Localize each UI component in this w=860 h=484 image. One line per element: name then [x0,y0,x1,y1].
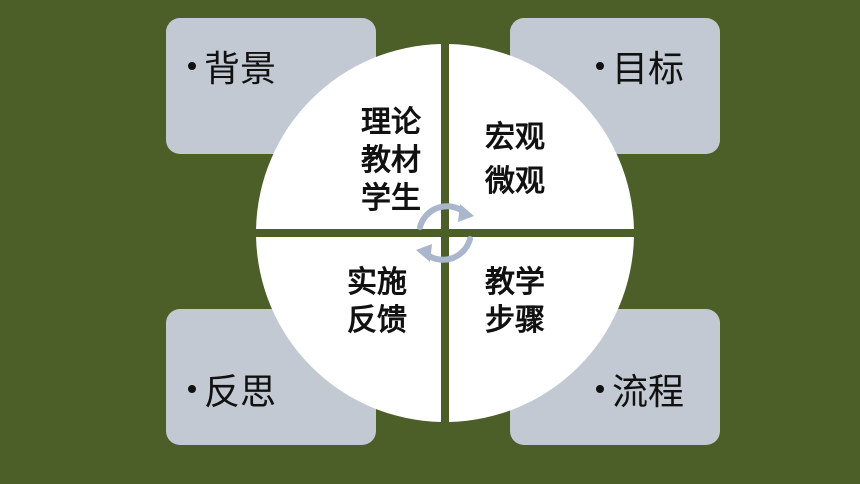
quadrant-line: 宏观 [485,120,545,155]
cycle-circle: 理论 教材 学生 宏观 微观 实施 反馈 教学 步骤 [254,42,636,424]
corner-label-background: 背景 [188,40,276,92]
arrow-head-bottom [416,244,432,262]
circle-quadrants-graphic [256,44,634,422]
quadrant-text-teaching-steps: 教学 步骤 [460,264,570,340]
quadrant-line: 教材 [361,143,421,178]
quadrant-text-theory: 理论 教材 学生 [336,104,446,218]
corner-text-reflection: 反思 [204,372,277,413]
quadrant-line: 理论 [361,105,421,140]
arrow-head-top [458,204,474,222]
quadrant-line: 反馈 [347,303,407,338]
corner-label-goal: 目标 [596,40,684,92]
quadrant-line: 步骤 [485,303,545,338]
quadrant-bottom-left [256,237,441,422]
quadrant-line: 学生 [361,181,421,216]
quadrant-line: 实施 [347,265,407,300]
quadrant-line: 教学 [485,265,545,300]
quadrant-bottom-right [449,237,634,422]
bullet-icon [188,385,196,393]
corner-text-background: 背景 [204,49,277,90]
cycle-arrows-icon [417,203,473,263]
quadrant-top-right [449,44,634,229]
corner-label-process: 流程 [596,363,684,415]
bullet-icon [188,62,196,70]
bullet-icon [596,62,604,70]
quadrant-text-macro-micro: 宏观 微观 [460,116,570,204]
bullet-icon [596,385,604,393]
quadrant-text-implementation: 实施 反馈 [322,264,432,340]
corner-text-goal: 目标 [612,49,685,90]
quadrant-line: 微观 [485,164,545,199]
corner-text-process: 流程 [612,372,685,413]
quadrant-top-left [256,44,441,229]
corner-label-reflection: 反思 [188,363,276,415]
